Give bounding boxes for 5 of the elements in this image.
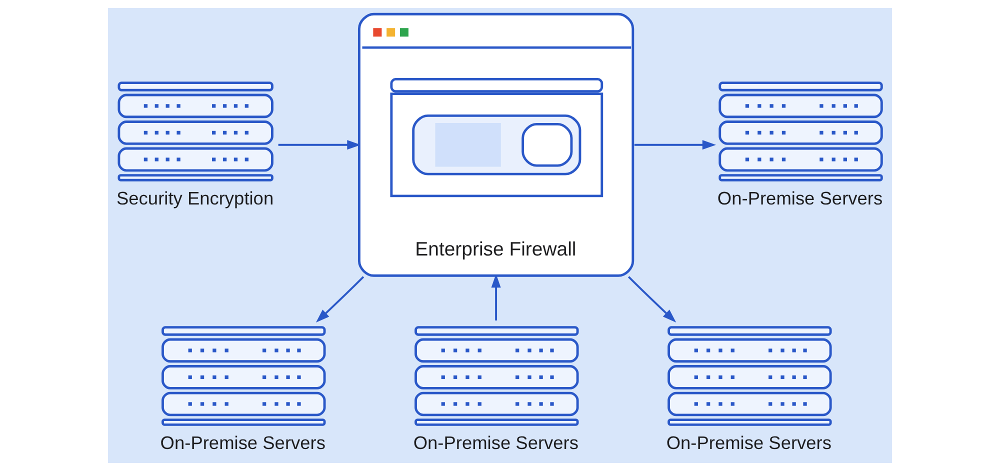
- node-label: On-Premise Servers: [160, 432, 326, 453]
- node-label: Security Encryption: [116, 187, 274, 208]
- node-label: On-Premise Servers: [666, 432, 832, 453]
- node-label: On-Premise Servers: [717, 187, 883, 208]
- node-label: On-Premise Servers: [413, 432, 578, 453]
